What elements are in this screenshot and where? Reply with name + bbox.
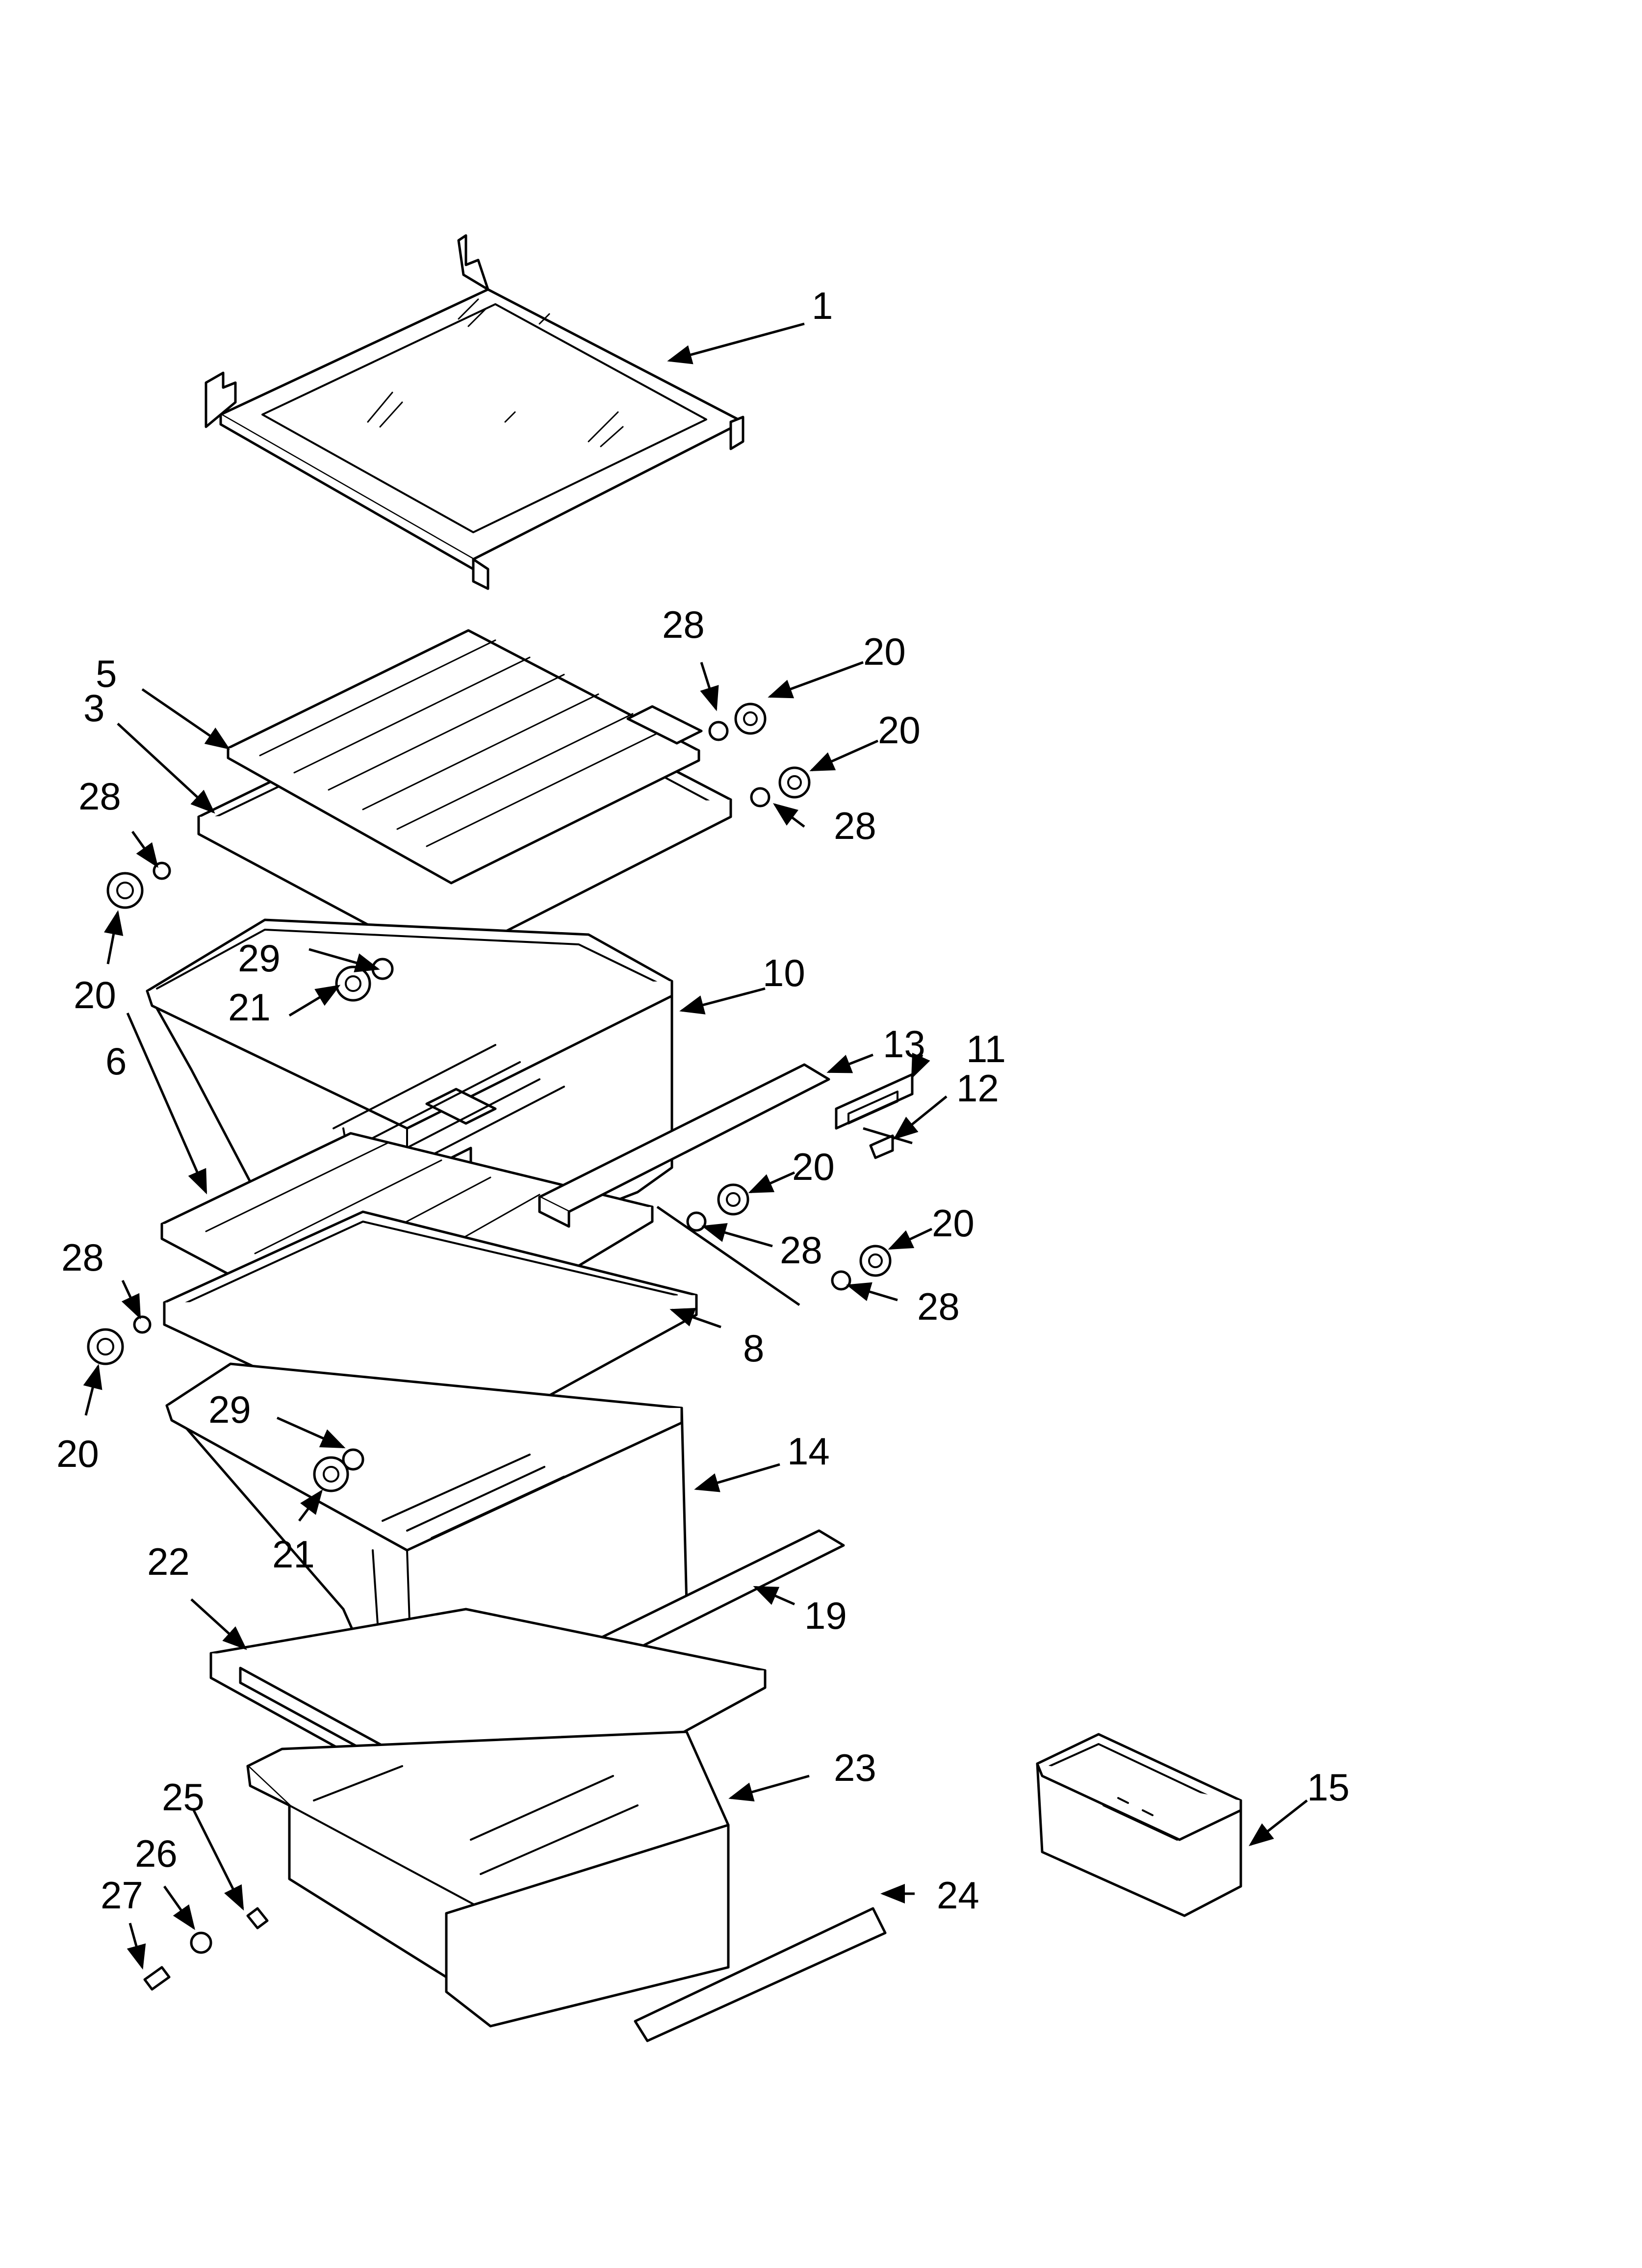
callout-23: 23 xyxy=(834,1746,876,1789)
lower-crisper-drawer-drawing xyxy=(165,1362,688,1704)
hardware-drawing xyxy=(87,703,892,1991)
callout-21-lower: 21 xyxy=(272,1533,315,1576)
callout-13: 13 xyxy=(883,1022,925,1066)
callout-19: 19 xyxy=(804,1594,847,1637)
bottom-pan-drawing xyxy=(246,1730,887,2042)
callout-20-middle: 20 xyxy=(792,1145,835,1188)
callout-10: 10 xyxy=(763,951,805,994)
callout-14: 14 xyxy=(787,1430,830,1473)
crisper-cover-drawing xyxy=(197,629,732,965)
callout-1: 1 xyxy=(812,284,833,327)
callout-15: 15 xyxy=(1307,1766,1350,1809)
callout-28-right-upper: 28 xyxy=(834,804,876,847)
callout-11: 11 xyxy=(966,1027,1006,1070)
small-bin-drawing xyxy=(1036,1733,1242,1917)
callout-28-middle: 28 xyxy=(780,1228,822,1272)
callout-25: 25 xyxy=(162,1775,205,1819)
callout-22: 22 xyxy=(147,1540,190,1583)
callout-3: 3 xyxy=(83,686,104,730)
callout-26: 26 xyxy=(135,1832,178,1875)
leader-lines xyxy=(83,322,1308,1970)
callout-labels: 1 5 3 28 20 20 28 28 20 29 21 10 13 11 1… xyxy=(56,284,1350,1917)
callout-29-upper: 29 xyxy=(238,937,281,980)
callout-12: 12 xyxy=(956,1067,999,1110)
callout-28-top: 28 xyxy=(662,603,705,646)
callout-8: 8 xyxy=(743,1327,764,1370)
callout-27: 27 xyxy=(101,1874,143,1917)
brackets-drawing xyxy=(656,1073,914,1306)
callout-28-left-upper: 28 xyxy=(78,775,121,818)
callout-20-top: 20 xyxy=(863,630,906,673)
callout-20-right-lower: 20 xyxy=(932,1201,975,1245)
glass-shelf-drawing xyxy=(205,234,744,590)
callout-28-right-lower: 28 xyxy=(917,1285,960,1328)
callout-28-left-lower: 28 xyxy=(61,1236,104,1279)
callout-20-left-upper: 20 xyxy=(74,973,116,1017)
callout-29-lower: 29 xyxy=(208,1388,251,1431)
callout-5: 5 xyxy=(96,652,117,695)
callout-20-left-lower: 20 xyxy=(56,1432,99,1475)
callout-24: 24 xyxy=(937,1874,979,1917)
callout-21-upper: 21 xyxy=(228,986,271,1029)
callout-6: 6 xyxy=(105,1040,127,1083)
upper-track-drawing xyxy=(538,1063,830,1228)
callout-20-right-upper: 20 xyxy=(878,708,921,752)
